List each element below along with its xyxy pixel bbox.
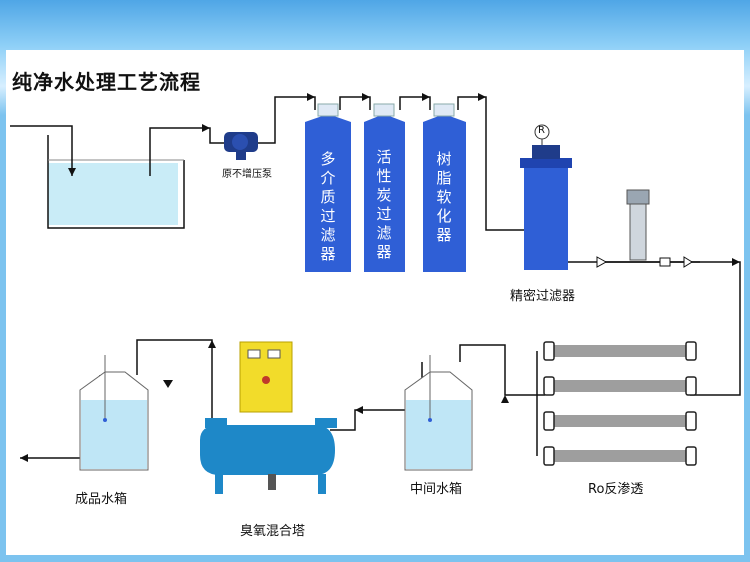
softener-label: 树脂软化器 (436, 150, 452, 244)
ro-label: Ro反渗透 (588, 482, 644, 497)
ozone-tower-label: 臭氧混合塔 (240, 524, 306, 539)
middle-water-tank (404, 355, 473, 471)
precision-filter-label: 精密过滤器 (510, 289, 576, 304)
multi-media-filter-vessel (305, 103, 351, 272)
product-tank-label: 成品水箱 (75, 492, 128, 507)
product-water-tank (79, 355, 149, 471)
multi-filter-label: 多介质过滤器 (320, 150, 336, 263)
page-title: 纯净水处理工艺流程 (12, 70, 201, 94)
pump-icon (224, 132, 258, 160)
middle-tank-label: 中间水箱 (410, 482, 463, 497)
ro-membrane-array (536, 341, 697, 466)
carbon-filter-vessel (364, 103, 405, 272)
ozone-mixing-tower (200, 341, 337, 494)
raw-water-tank (47, 135, 185, 229)
softener-vessel (423, 103, 466, 272)
carbon-filter-label: 活性炭过滤器 (376, 148, 392, 261)
precision-filter-unit (520, 124, 572, 270)
arrowheads (20, 93, 740, 462)
high-pressure-pump (596, 189, 700, 268)
pump-label: 原不增压泵 (222, 169, 272, 180)
filter-cap-label: R (538, 125, 545, 136)
